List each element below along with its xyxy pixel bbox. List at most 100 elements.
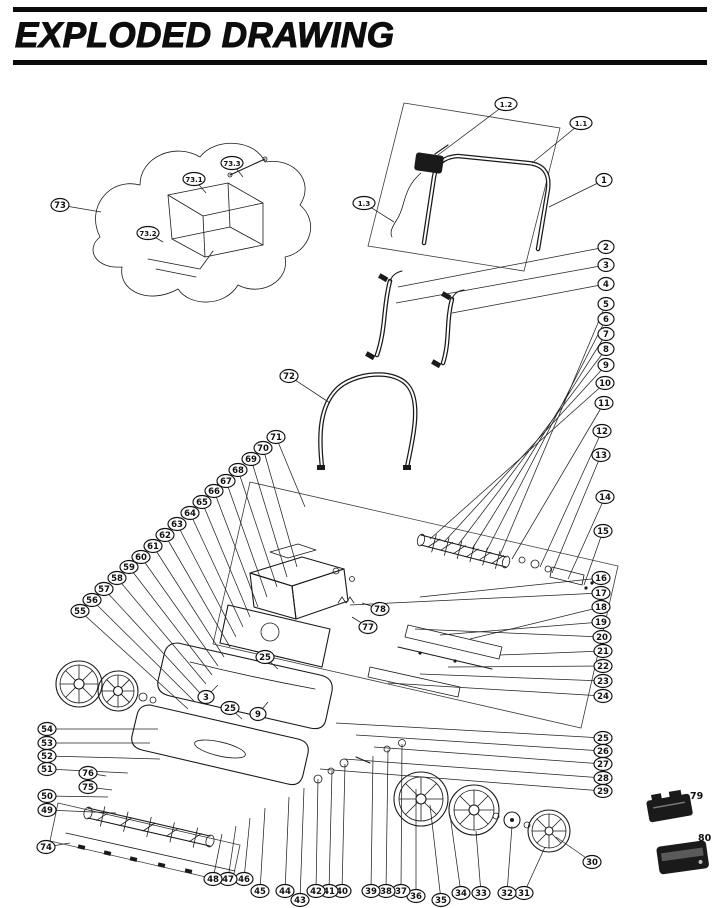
svg-text:41: 41 [323, 887, 335, 897]
callout-13: 13 [551, 447, 611, 574]
callout-73: 73 [50, 197, 102, 213]
svg-text:47: 47 [222, 875, 234, 885]
callout-46: 46 [234, 817, 254, 887]
callout-78: 78 [361, 601, 390, 617]
lower-deck-drawing [131, 704, 309, 786]
right-wheels-drawing [393, 771, 571, 853]
callout-1.2: 1.2 [437, 96, 518, 156]
callout-3: 3 [197, 684, 219, 705]
callout-5: 5 [499, 296, 615, 556]
callout-16: 16 [419, 570, 611, 598]
svg-text:15: 15 [597, 527, 609, 537]
svg-text:71: 71 [270, 433, 282, 443]
svg-text:77: 77 [362, 623, 374, 633]
svg-text:45: 45 [254, 887, 266, 897]
svg-text:36: 36 [410, 892, 422, 902]
callout-20: 20 [414, 628, 612, 645]
svg-text:25: 25 [224, 704, 236, 714]
callout-37: 37 [391, 743, 411, 899]
svg-text:46: 46 [238, 875, 250, 885]
svg-text:72: 72 [283, 372, 295, 382]
svg-text:9: 9 [255, 710, 261, 720]
callout-25: 25 [255, 649, 279, 670]
svg-text:56: 56 [86, 596, 98, 606]
svg-text:62: 62 [159, 531, 171, 541]
callout-24: 24 [387, 682, 613, 704]
svg-text:64: 64 [184, 509, 196, 519]
svg-text:26: 26 [597, 747, 609, 757]
callout-31: 31 [514, 846, 546, 901]
callout-64: 64 [180, 505, 244, 628]
svg-text:40: 40 [336, 887, 348, 897]
svg-text:3: 3 [203, 693, 209, 703]
svg-text:10: 10 [599, 379, 611, 389]
svg-text:24: 24 [597, 692, 609, 702]
callout-57: 57 [94, 581, 201, 694]
svg-text:63: 63 [171, 520, 183, 530]
callout-53: 53 [37, 735, 150, 751]
battery-icon [646, 789, 693, 823]
callout-58: 58 [107, 570, 207, 685]
callout-3: 3 [395, 257, 615, 304]
svg-text:52: 52 [41, 752, 53, 762]
svg-text:38: 38 [380, 887, 392, 897]
callout-9: 9 [249, 701, 269, 722]
callout-73.3: 73.3 [220, 155, 244, 178]
svg-text:70: 70 [257, 444, 269, 454]
callout-33: 33 [471, 830, 491, 901]
callout-23: 23 [419, 673, 613, 689]
svg-text:55: 55 [74, 607, 86, 617]
callout-47: 47 [218, 825, 238, 887]
exploded-diagram: 1.21.111.3234567891011121314151617181920… [36, 96, 712, 908]
svg-text:50: 50 [41, 792, 53, 802]
svg-text:3: 3 [603, 261, 609, 271]
callout-22: 22 [447, 658, 613, 674]
svg-text:44: 44 [279, 887, 291, 897]
svg-text:25: 25 [597, 734, 609, 744]
part-label-80: 80 [698, 833, 712, 844]
svg-text:48: 48 [207, 875, 219, 885]
svg-text:73.2: 73.2 [139, 230, 156, 238]
lower-handle-drawing [317, 372, 418, 470]
svg-text:76: 76 [82, 769, 94, 779]
svg-text:19: 19 [595, 618, 607, 628]
svg-text:11: 11 [598, 399, 610, 409]
roller-end-parts [518, 556, 594, 590]
svg-text:4: 4 [603, 280, 609, 290]
callout-55: 55 [70, 603, 189, 710]
handle-boundary [367, 102, 561, 272]
callout-14: 14 [567, 489, 615, 580]
title-rule [13, 60, 707, 66]
svg-text:25: 25 [259, 653, 271, 663]
svg-text:23: 23 [597, 677, 609, 687]
svg-text:37: 37 [395, 887, 407, 897]
svg-text:57: 57 [98, 585, 110, 595]
callout-75: 75 [78, 779, 113, 795]
callout-49: 49 [37, 802, 117, 818]
left-wheels-drawing [55, 660, 157, 712]
callout-layer: 1.21.111.3234567891011121314151617181920… [36, 96, 712, 908]
charger-icon [656, 840, 709, 875]
svg-text:75: 75 [82, 783, 94, 793]
svg-text:33: 33 [475, 889, 487, 899]
svg-text:66: 66 [208, 487, 220, 497]
grass-bag-drawing [147, 156, 268, 278]
callout-9: 9 [443, 357, 615, 543]
callout-39: 39 [361, 755, 381, 899]
svg-text:29: 29 [597, 787, 609, 797]
callout-56: 56 [82, 592, 195, 702]
cloud-outline [92, 142, 311, 303]
callout-67: 67 [216, 473, 268, 598]
callout-8: 8 [457, 341, 615, 546]
svg-text:49: 49 [41, 806, 53, 816]
callout-77: 77 [351, 616, 378, 635]
callout-52: 52 [37, 748, 161, 764]
svg-text:34: 34 [455, 889, 467, 899]
callout-60: 60 [131, 549, 219, 667]
callout-1.1: 1.1 [531, 115, 593, 164]
callout-27: 27 [373, 746, 613, 772]
page-title: EXPLODED DRAWING [14, 15, 395, 55]
tine-roller-drawing [416, 533, 511, 569]
svg-text:28: 28 [597, 774, 609, 784]
svg-text:54: 54 [41, 725, 53, 735]
